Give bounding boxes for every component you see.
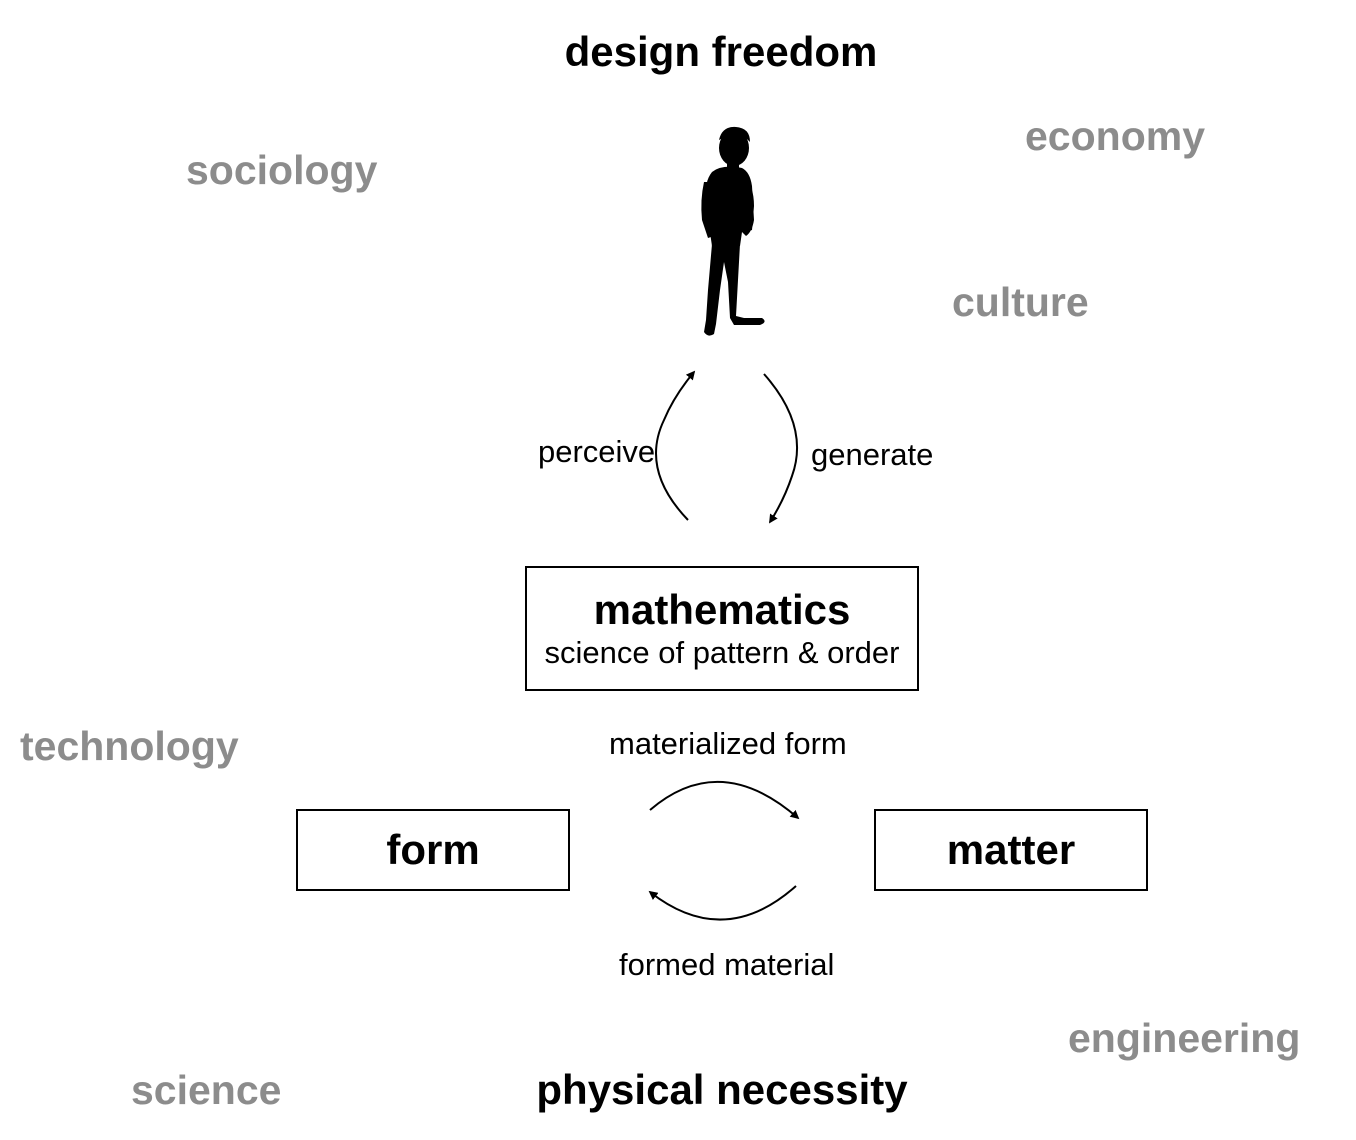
top-pole-label: design freedom — [564, 28, 878, 75]
mathematics-title: mathematics — [593, 586, 851, 633]
bottom-pole-label: physical necessity — [536, 1066, 908, 1113]
formed-material-label: formed material — [619, 947, 835, 982]
context-culture: culture — [952, 279, 1089, 325]
materialized-form-label: materialized form — [609, 726, 847, 761]
formed-material-arrow — [648, 885, 797, 921]
form-box: form — [296, 809, 570, 891]
context-science: science — [131, 1067, 282, 1113]
context-sociology: sociology — [186, 147, 378, 193]
mathematics-box: mathematics science of pattern & order — [525, 566, 919, 691]
context-economy: economy — [1025, 113, 1205, 159]
mathematics-subtitle: science of pattern & order — [544, 635, 900, 670]
context-engineering: engineering — [1068, 1015, 1301, 1061]
generate-arrow — [763, 373, 799, 524]
materialized-form-arrow — [649, 781, 800, 820]
matter-box: matter — [874, 809, 1148, 891]
perceive-label: perceive — [538, 434, 656, 469]
perceive-arrow — [655, 370, 696, 521]
context-technology: technology — [20, 723, 239, 769]
matter-title: matter — [946, 826, 1076, 873]
form-title: form — [386, 826, 480, 873]
generate-label: generate — [811, 437, 934, 472]
